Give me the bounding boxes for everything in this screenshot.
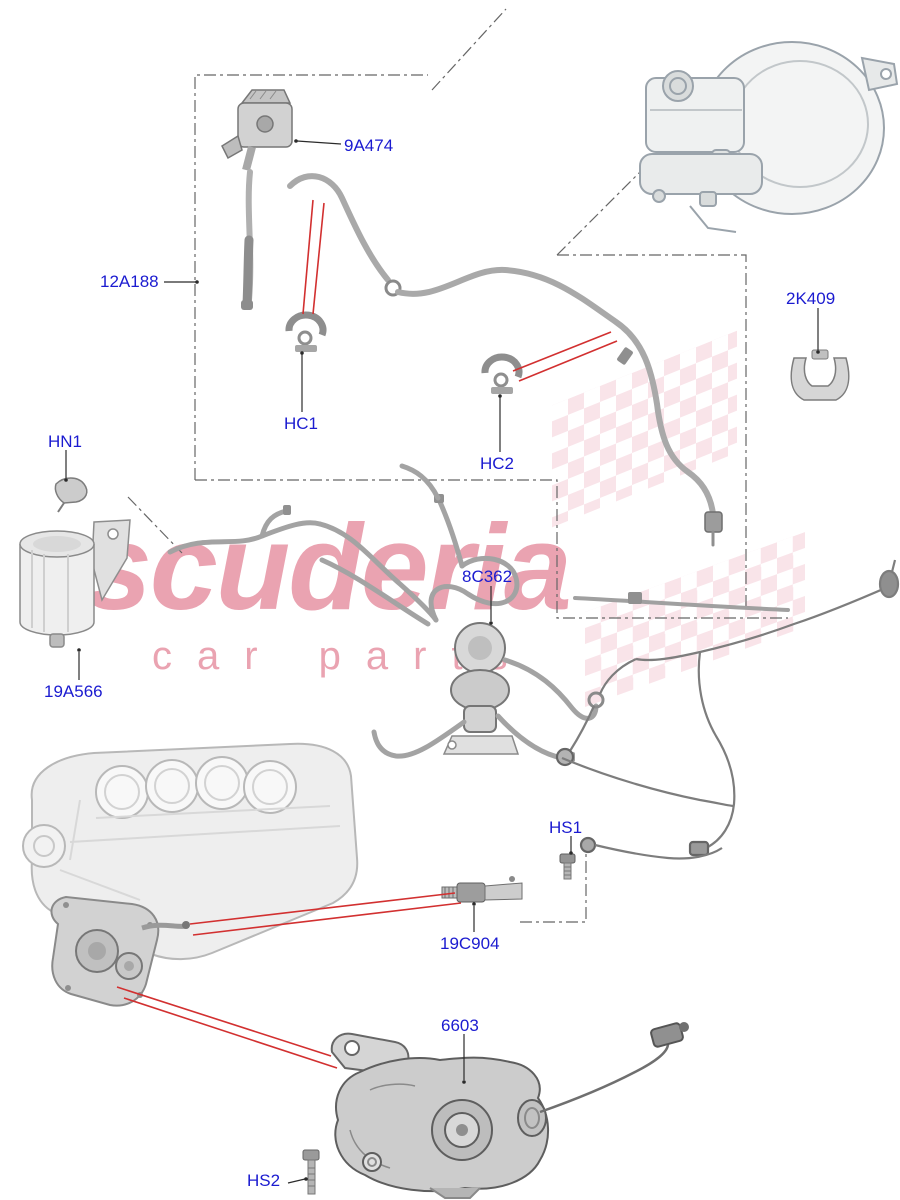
part-label-12A188[interactable]: 12A188 (100, 272, 159, 291)
part-label-8C362[interactable]: 8C362 (462, 567, 513, 586)
part-label-19A566[interactable]: 19A566 (44, 682, 103, 701)
vacuum-reservoir-art (19, 519, 131, 648)
hose-valve-cluster-art (167, 463, 605, 762)
part-label-HN1[interactable]: HN1 (48, 432, 83, 451)
part-label-HS2[interactable]: HS2 (247, 1171, 281, 1190)
phantom-boundary-lines (127, 8, 788, 923)
part-label-9A474[interactable]: 9A474 (344, 136, 394, 155)
part-label-2K409[interactable]: 2K409 (786, 289, 836, 308)
vacuum-hose-assembly-art (287, 173, 790, 612)
red-pointer-lines (116, 199, 618, 1069)
hose-clamp-art (790, 349, 850, 401)
label-leader-lines (64, 139, 820, 1184)
engine-block-art (22, 742, 359, 1007)
watermark-subtitle: car parts (152, 634, 533, 678)
part-label-HC2[interactable]: HC2 (480, 454, 515, 473)
hose-clip-hc1-art (285, 311, 327, 352)
sensor-19c904-art (441, 876, 523, 903)
clip-hn1-art (54, 477, 88, 513)
part-label-6603[interactable]: 6603 (441, 1016, 479, 1035)
part-label-HS1[interactable]: HS1 (549, 818, 583, 837)
part-label-HC1[interactable]: HC1 (284, 414, 319, 433)
part-label-19C904[interactable]: 19C904 (440, 934, 500, 953)
hose-clip-hc2-art (481, 353, 523, 394)
bolt-hs1-art (559, 853, 576, 880)
bolt-hs2-art (302, 1149, 320, 1195)
vacuum-pump-art (330, 1022, 689, 1199)
solenoid-valve-art (221, 89, 293, 172)
wiring-harness-art (555, 559, 900, 860)
brake-booster-art (639, 41, 899, 233)
vertical-hose-art (241, 169, 254, 310)
